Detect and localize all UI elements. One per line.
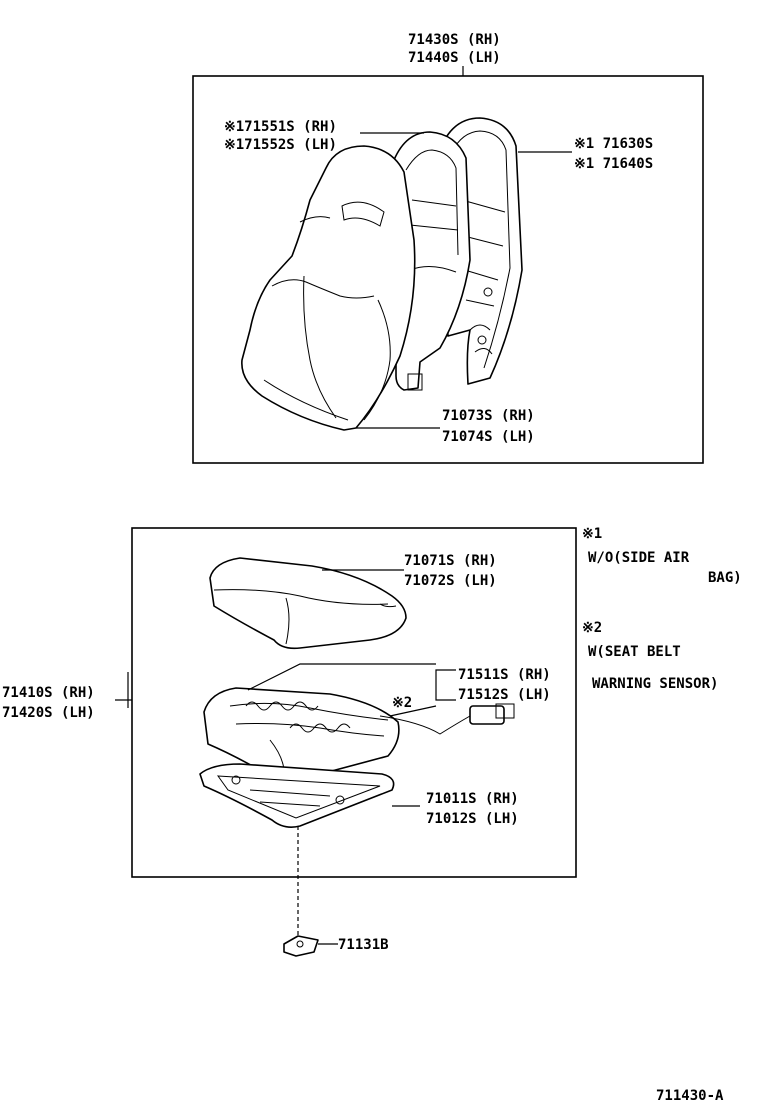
seat-belt-sensor: [245, 701, 515, 735]
cushion-group-box: [131, 527, 577, 878]
label-seatback-assy-rh: 71430S (RH): [408, 32, 501, 48]
label-seatback-assy-lh: 71440S (LH): [408, 50, 501, 66]
clip-part: [283, 935, 319, 957]
cushion-assy-leader: [115, 672, 132, 708]
seatback-pad: [393, 131, 471, 391]
note2-mark: ※2: [582, 620, 602, 636]
note2-line1: W(SEAT BELT: [588, 644, 681, 660]
label-cushion-assy-rh: 71410S (RH): [2, 685, 95, 701]
label-cushion-assy-lh: 71420S (LH): [2, 705, 95, 721]
note1-mark: ※1: [582, 526, 602, 542]
label-cushion-cover-lh: 71072S (LH): [404, 573, 497, 589]
label-cushion-cover-rh: 71071S (RH): [404, 553, 497, 569]
label-back-frame-a: ※1 71630S: [574, 136, 653, 152]
seatback-group-box: [192, 75, 704, 464]
note1-line1: W/O(SIDE AIR: [588, 550, 690, 566]
cushion-frame: [199, 763, 395, 828]
seatback-cover: [241, 145, 416, 431]
cushion-cover: [209, 557, 407, 650]
sensor-bracket-leader: [247, 663, 456, 717]
note1-line2: BAG): [708, 570, 742, 586]
label-clip: 71131B: [338, 937, 389, 953]
label-sensor-lh: 71512S (LH): [458, 687, 551, 703]
label-back-pad-lh: 71074S (LH): [442, 429, 535, 445]
label-cushion-frame-lh: 71012S (LH): [426, 811, 519, 827]
note2-line2: WARNING SENSOR): [592, 676, 718, 692]
label-back-frame-b: ※1 71640S: [574, 156, 653, 172]
label-back-cover-rh: ※171551S (RH): [224, 119, 337, 135]
label-sensor-rh: 71511S (RH): [458, 667, 551, 683]
label-cushion-frame-rh: 71011S (RH): [426, 791, 519, 807]
figure-id: 711430-A: [656, 1088, 724, 1104]
label-back-pad-rh: 71073S (RH): [442, 408, 535, 424]
label-back-cover-lh: ※171552S (LH): [224, 137, 337, 153]
label-sensor-mark: ※2: [392, 695, 412, 711]
